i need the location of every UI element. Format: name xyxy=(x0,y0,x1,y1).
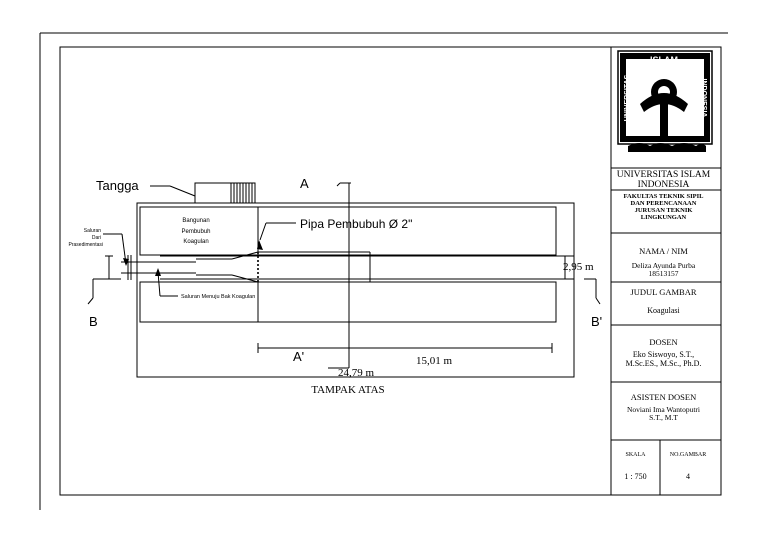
tb-nama-value-line-2: 18513157 xyxy=(648,269,679,279)
label-bangunan: Bangunan Pembubuh Koagulan xyxy=(181,218,210,245)
university-logo: ISLAM UNIVERSITAS INDONESIA xyxy=(617,50,713,152)
logo-text-right: INDONESIA xyxy=(700,79,707,118)
label-bangunan-line-3: Koagulan xyxy=(183,239,208,245)
tb-faculty-line-4: LINGKUNGAN xyxy=(640,214,687,222)
label-saluran-dari-line-1: Saluran xyxy=(84,228,101,234)
tb-asisten-value: Noviani Ima Wantoputri S.T., M.T xyxy=(611,405,716,423)
tb-judul-label: JUDUL GAMBAR xyxy=(630,287,697,297)
tb-nogambar-label: NO.GAMBAR xyxy=(669,452,707,458)
label-section-b-prime: B' xyxy=(591,314,602,329)
upper-chamber xyxy=(139,206,557,256)
plan-view xyxy=(87,182,601,378)
drawing-frame xyxy=(59,46,722,496)
label-dim-total: 24,79 m xyxy=(338,367,375,379)
label-view-title: TAMPAK ATAS xyxy=(311,384,384,396)
tb-nama-value: Deliza Ayunda Purba 18513157 xyxy=(611,261,716,279)
tb-faculty: FAKULTAS TEKNIK SIPIL DAN PERENCANAAN JU… xyxy=(611,193,716,222)
tb-asisten-value-line-1: Noviani Ima Wantoputri xyxy=(627,405,700,414)
tb-faculty-line-1: FAKULTAS TEKNIK SIPIL xyxy=(623,193,704,200)
tb-judul-value: Koagulasi xyxy=(647,306,680,315)
tb-nama-value-line-1: Deliza Ayunda Purba xyxy=(631,261,696,270)
logo-text-left: UNIVERSITAS xyxy=(624,74,631,121)
tb-faculty-line-3: JURUSAN TEKNIK xyxy=(634,207,693,215)
label-saluran-dari-line-3: Prasedimentasi xyxy=(69,242,103,248)
lower-chamber xyxy=(139,281,557,323)
tb-nogambar-value: 4 xyxy=(686,472,690,481)
title-block-frame xyxy=(610,47,721,495)
tb-university-line-2: INDONESIA xyxy=(637,180,690,191)
label-pipa-pembubuh: Pipa Pembubuh Ø 2" xyxy=(300,217,412,231)
label-tangga: Tangga xyxy=(96,178,139,193)
saluran-arrowhead xyxy=(155,268,161,276)
tb-dosen-value-line-2: M.Sc.ES., M.Sc., Ph.D. xyxy=(625,358,702,368)
label-bangunan-line-1: Bangunan xyxy=(182,218,209,224)
tb-faculty-line-2: DAN PERENCANAAN xyxy=(630,200,697,208)
inlet-arrowhead xyxy=(123,258,129,266)
label-section-a: A xyxy=(300,176,309,191)
label-saluran-menuju: Saluran Menuju Bak Koagulan xyxy=(181,294,255,300)
tb-university-line-1: UNIVERSITAS ISLAM xyxy=(616,170,711,180)
tb-asisten-label: ASISTEN DOSEN xyxy=(630,392,697,402)
tb-asisten-value-line-2: S.T., M.T xyxy=(649,413,678,423)
tb-university: UNIVERSITAS ISLAM INDONESIA xyxy=(611,170,716,191)
logo-text-top: ISLAM xyxy=(650,55,678,65)
tb-skala-value: 1 : 750 xyxy=(624,472,647,481)
label-section-b: B xyxy=(89,314,98,329)
tb-dosen-label: DOSEN xyxy=(649,337,678,347)
tb-nama-label: NAMA / NIM xyxy=(639,246,688,256)
label-dim-partial: 15,01 m xyxy=(416,355,453,367)
tb-dosen-value-line-1: Eko Siswoyo, S.T., xyxy=(632,350,695,359)
label-section-a-prime: A' xyxy=(293,349,304,364)
tb-skala-label: SKALA xyxy=(625,452,646,458)
label-dim-width: 2,95 m xyxy=(563,261,594,273)
label-saluran-dari: Saluran Dari Prasedimentasi xyxy=(69,228,103,248)
stair-block xyxy=(194,182,256,204)
label-saluran-dari-line-2: Dari xyxy=(92,235,101,241)
stair-treads xyxy=(230,183,253,203)
pipa-arrowhead xyxy=(257,240,263,250)
label-bangunan-line-2: Pembubuh xyxy=(181,229,210,235)
tb-dosen-value: Eko Siswoyo, S.T., M.Sc.ES., M.Sc., Ph.D… xyxy=(611,350,716,369)
